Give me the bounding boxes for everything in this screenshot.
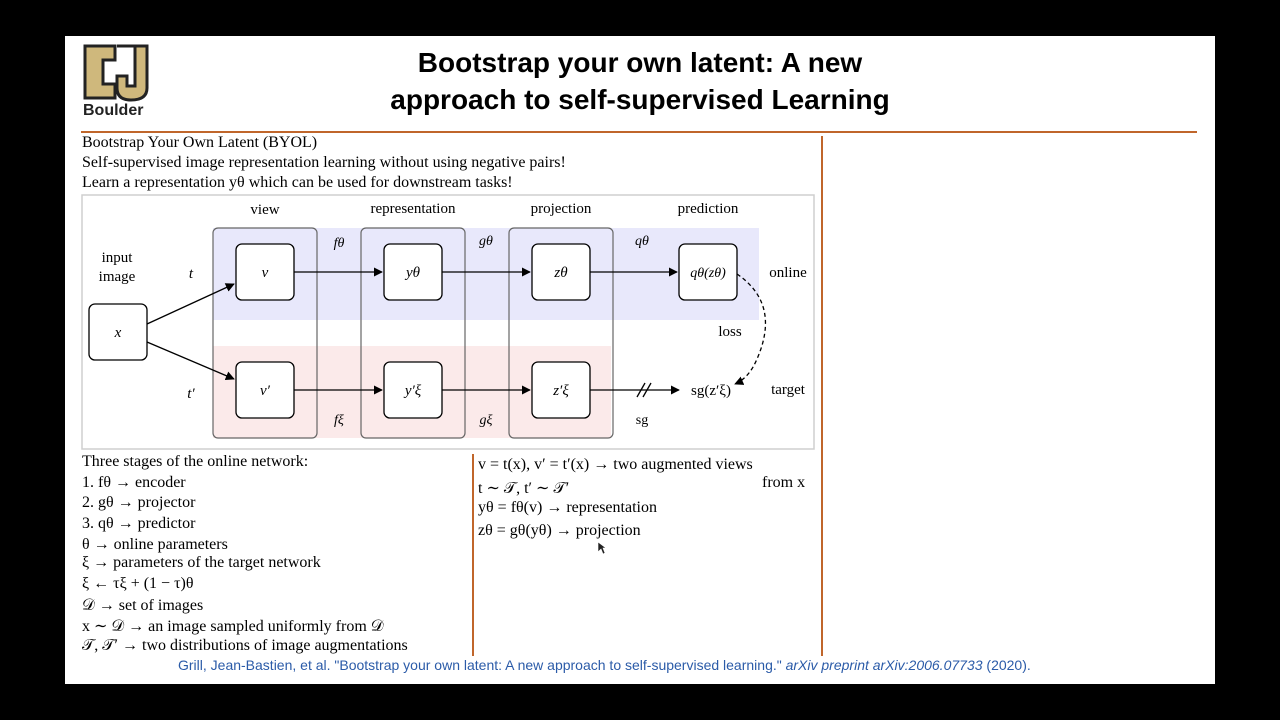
fn-g-theta: gθ — [479, 234, 493, 249]
projection-column — [508, 227, 614, 439]
fn-sg: sg — [636, 413, 648, 428]
intro-line-2: Learn a representation yθ which can be u… — [82, 174, 513, 191]
node-z-xi-label: z′ξ — [552, 383, 569, 399]
def-augmentations: 𝒯, 𝒯′ → two distributions of image augme… — [82, 637, 408, 654]
node-sg-label: sg(z′ξ) — [691, 383, 731, 399]
stage-label-view: view — [250, 202, 279, 218]
node-q-theta — [678, 243, 738, 301]
header-divider — [81, 131, 1197, 133]
input-label-2: image — [99, 269, 136, 285]
stage-item-1: 1. fθ → encoder — [82, 474, 186, 491]
byol-architecture-diagram: view representation projection predictio… — [81, 194, 815, 450]
representation-column — [360, 227, 466, 439]
stage-label-projection: projection — [531, 201, 592, 217]
slide: Boulder Bootstrap your own latent: A new… — [65, 36, 1215, 684]
citation-venue: arXiv preprint arXiv:2006.07733 — [785, 657, 983, 673]
mouse-cursor-icon — [597, 541, 607, 555]
aug-t-prime-label: t′ — [187, 386, 195, 402]
stages-heading: Three stages of the online network: — [82, 453, 309, 470]
note-aug-dist: t ∼ 𝒯, t′ ∼ 𝒯′ — [478, 480, 570, 497]
note-views-cont: from x — [762, 474, 806, 491]
citation-authors: Grill, Jean-Bastien, et al. "Bootstrap y… — [178, 657, 786, 673]
logo-text: Boulder — [83, 102, 144, 119]
node-x — [88, 303, 148, 361]
stage-item-3: 3. qθ → predictor — [82, 515, 196, 532]
def-online-params: θ → online parameters — [82, 536, 228, 553]
note-views: v = t(x), v′ = t′(x) → two augmented vie… — [478, 456, 753, 473]
fn-f-xi: fξ — [334, 413, 344, 428]
citation: Grill, Jean-Bastien, et al. "Bootstrap y… — [178, 657, 1031, 673]
node-x-label: x — [114, 325, 122, 341]
aug-t-label: t — [189, 266, 194, 282]
loss-arrow — [734, 273, 767, 385]
note-representation: yθ = fθ(v) → representation — [478, 499, 657, 516]
loss-label: loss — [718, 324, 742, 340]
stage-label-representation: representation — [371, 201, 456, 217]
cu-logo-icon — [83, 44, 149, 102]
node-v-prime-label: v′ — [260, 383, 271, 399]
def-target-params: ξ → parameters of the target network — [82, 554, 321, 571]
stop-grad-mark-1 — [636, 382, 646, 398]
def-dataset: 𝒟 → set of images — [82, 597, 204, 614]
node-y-theta-label: yθ — [404, 265, 421, 281]
right-column-divider — [821, 136, 823, 656]
title-line-1: Bootstrap your own latent: A new — [417, 47, 863, 78]
title-line-2: approach to self-supervised Learning — [390, 84, 890, 115]
intro-heading: Bootstrap Your Own Latent (BYOL) — [82, 134, 318, 151]
note-projection: zθ = gθ(yθ) → projection — [478, 522, 641, 539]
node-v-label: v — [262, 265, 269, 281]
online-label: online — [769, 265, 807, 281]
online-band — [213, 228, 759, 320]
target-label: target — [771, 382, 806, 398]
stage-label-prediction: prediction — [678, 201, 739, 217]
def-sample: x ∼ 𝒟 → an image sampled uniformly from … — [82, 618, 384, 635]
arrow-x-to-v-prime — [146, 341, 235, 380]
middle-column-divider — [472, 454, 474, 656]
node-z-theta-label: zθ — [553, 265, 568, 281]
slide-title: Bootstrap your own latent: A new approac… — [265, 44, 1015, 118]
intro-line-1: Self-supervised image representation lea… — [82, 154, 566, 171]
fn-f-theta: fθ — [334, 236, 345, 251]
arrow-x-to-v — [146, 283, 235, 325]
def-ema-update: ξ ← τξ + (1 − τ)θ — [82, 575, 194, 592]
view-column — [212, 227, 318, 439]
fn-g-xi: gξ — [480, 413, 493, 428]
input-label-1: input — [102, 250, 134, 266]
citation-year: (2020). — [982, 657, 1031, 673]
fn-q-theta: qθ — [635, 234, 649, 249]
stage-item-2: 2. gθ → projector — [82, 494, 196, 511]
node-q-theta-label: qθ(zθ) — [690, 266, 726, 281]
node-y-xi-label: y′ξ — [403, 383, 422, 399]
stop-grad-mark-2 — [642, 382, 652, 398]
